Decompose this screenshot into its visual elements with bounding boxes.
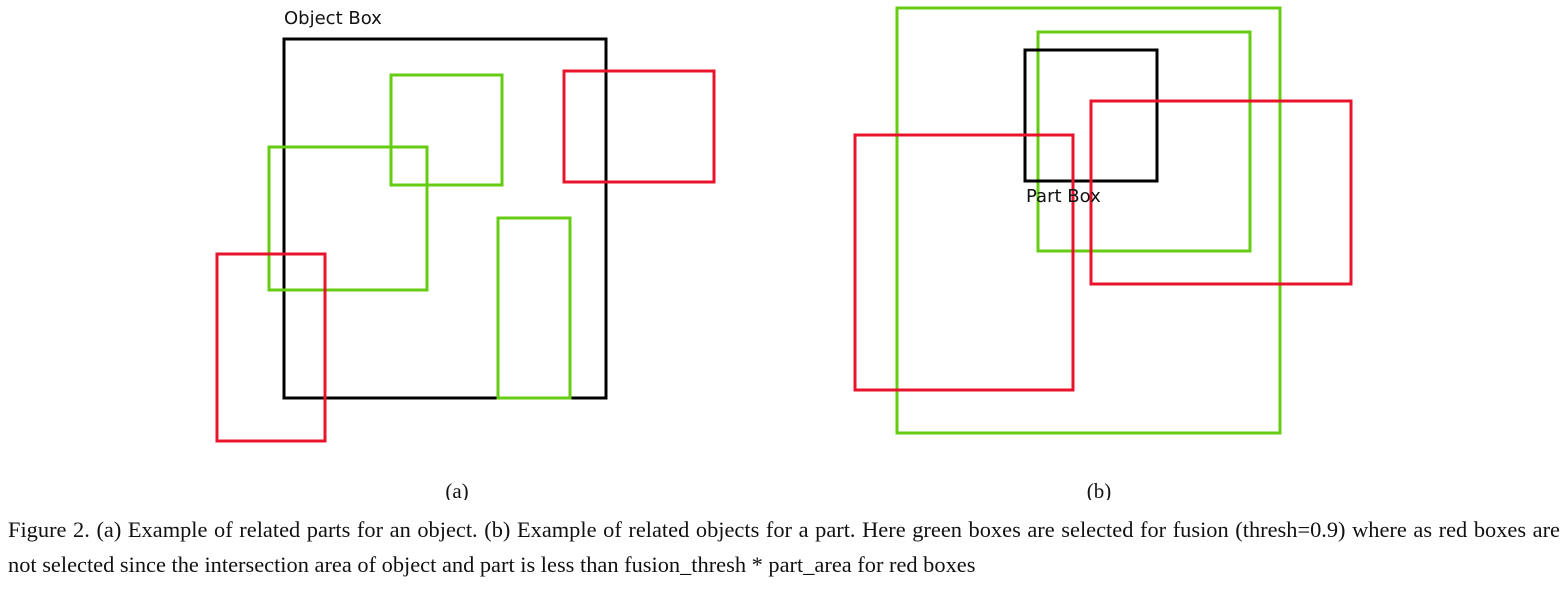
- figure-diagram: Object Box (a) Part Box (b): [215, 6, 1353, 500]
- panel-b-label: (b): [1087, 479, 1112, 500]
- panel-a-label: (a): [445, 479, 468, 500]
- part-box-label: Part Box: [1026, 186, 1101, 207]
- panel-b: Part Box (b): [853, 6, 1353, 500]
- rejected-part-box-outside: [562, 69, 716, 184]
- selected-part-box-top: [389, 73, 504, 187]
- figure-caption: Figure 2. (a) Example of related parts f…: [8, 517, 1560, 577]
- selected-part-box-left: [267, 145, 429, 292]
- selected-object-box-inner: [1036, 30, 1252, 253]
- rejected-object-box-left: [853, 133, 1075, 392]
- object-box: [282, 37, 608, 400]
- rejected-object-box-right: [1089, 99, 1353, 286]
- object-box-label: Object Box: [284, 8, 382, 29]
- panel-a: Object Box (a): [215, 8, 716, 500]
- selected-object-box-outer: [895, 6, 1282, 435]
- selected-part-box-bottom: [496, 216, 572, 400]
- rejected-part-box-edge: [215, 252, 327, 443]
